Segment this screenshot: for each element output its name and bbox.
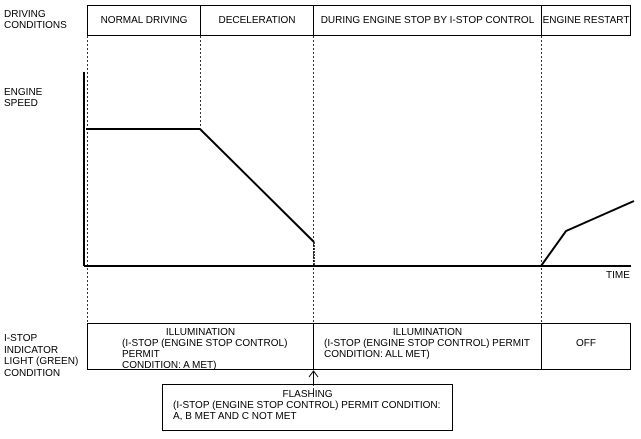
flashing-callout-text: FLASHING (I-STOP (ENGINE STOP CONTROL) P… (163, 389, 452, 422)
phase-engine-stop: DURING ENGINE STOP BY I-STOP CONTROL (320, 15, 535, 26)
driving-conditions-label: DRIVING CONDITIONS (4, 9, 67, 31)
engine-speed-label: ENGINE SPEED (4, 87, 43, 109)
arrow-head-icon (308, 370, 319, 378)
phase-guide-lines (87, 36, 542, 395)
indicator-state-body: (I-STOP (ENGINE STOP CONTROL) PERMIT CON… (324, 338, 530, 360)
flashing-callout (162, 370, 453, 431)
engine-speed-curve (86, 128, 315, 243)
indicator-state-title: ILLUMINATION (165, 327, 236, 338)
indicator-condition-label: I-STOP INDICATOR LIGHT (GREEN) CONDITION (4, 333, 79, 379)
indicator-boxes (87, 323, 631, 370)
phase-header (87, 5, 631, 36)
phase-deceleration: DECELERATION (218, 15, 296, 26)
phase-normal-driving: NORMAL DRIVING (100, 15, 188, 26)
flashing-body: (I-STOP (ENGINE STOP CONTROL) PERMIT CON… (173, 400, 441, 422)
indicator-state-off: OFF (576, 338, 596, 349)
phase-engine-restart: ENGINE RESTART (542, 15, 630, 26)
axes (83, 72, 631, 267)
time-label: TIME (606, 270, 630, 281)
engine-restart-curve (540, 200, 635, 267)
indicator-state-all-met: ILLUMINATION (I-STOP (ENGINE STOP CONTRO… (314, 327, 541, 360)
indicator-state-title: ILLUMINATION (392, 327, 463, 338)
indicator-state-a-met: ILLUMINATION (I-STOP (ENGINE STOP CONTRO… (88, 327, 313, 371)
flashing-title: FLASHING (282, 389, 333, 400)
indicator-state-body: (I-STOP (ENGINE STOP CONTROL) PERMIT CON… (122, 338, 288, 371)
